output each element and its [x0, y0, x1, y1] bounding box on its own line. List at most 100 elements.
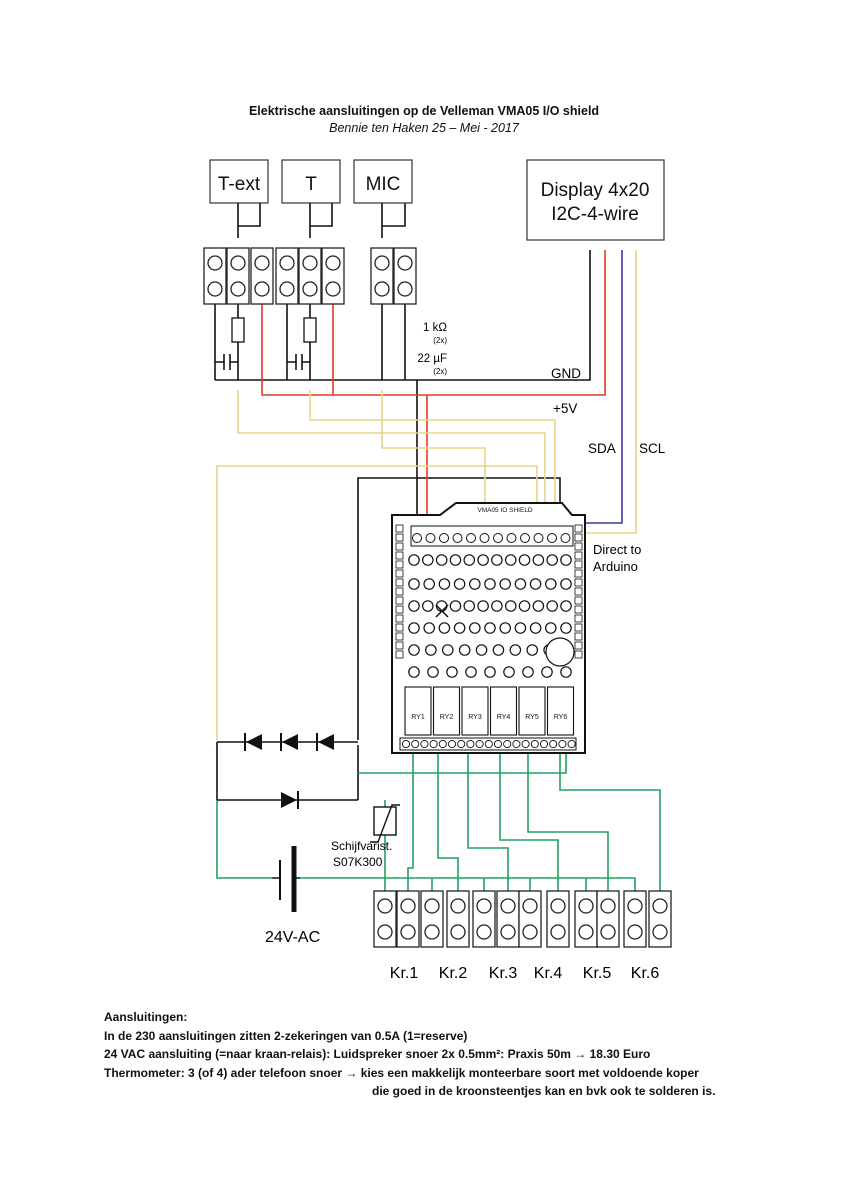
- header-pin: [574, 542, 583, 551]
- valve-terminal-strip: [373, 890, 672, 948]
- header-pin: [395, 569, 404, 578]
- board-component: [560, 622, 572, 634]
- board-component: [509, 644, 522, 656]
- output-label-kr3: Kr.3: [489, 965, 518, 982]
- header-pin: [395, 542, 404, 551]
- relay-terminal-pin: [475, 739, 484, 749]
- valve-terminal: [596, 890, 620, 948]
- board-component: [546, 554, 558, 566]
- relay-terminal-pin: [558, 739, 567, 749]
- relay-terminal-pin: [420, 739, 429, 749]
- board-component: [484, 578, 496, 590]
- board-component: [468, 622, 481, 634]
- header-pin: [395, 650, 404, 659]
- valve-terminal: [373, 890, 397, 948]
- relay-label: RY4: [497, 714, 511, 721]
- header-pin: [574, 650, 583, 659]
- board-component: [449, 554, 462, 566]
- sensor-terminal: [370, 247, 394, 305]
- sda-wire: [575, 250, 623, 524]
- header-pin: [395, 632, 404, 641]
- sensor-terminal: [321, 247, 345, 305]
- header-pin: [560, 533, 571, 543]
- header-pin: [395, 605, 404, 614]
- capacitor-1: [215, 354, 238, 370]
- valve-terminal: [623, 890, 647, 948]
- board-component: [468, 578, 481, 590]
- board-screw-terminals: [412, 533, 571, 543]
- sensor-terminal: [203, 247, 227, 305]
- board-component: [463, 600, 476, 612]
- board-component: [532, 600, 545, 612]
- header-pin: [574, 587, 583, 596]
- diode-3: [316, 733, 334, 751]
- header-pin: [395, 533, 404, 542]
- board-component: [522, 666, 534, 678]
- varistor-type: S07K300: [333, 855, 383, 869]
- board-component: [408, 644, 420, 656]
- header-pin: [574, 641, 583, 650]
- header-pin: [547, 533, 557, 543]
- board-component: [463, 554, 476, 566]
- board-component: [408, 554, 420, 566]
- sensor-terminal: [298, 247, 322, 305]
- header-pin: [395, 587, 404, 596]
- connection-notes: Aansluitingen: In de 230 aansluitingen z…: [104, 1008, 715, 1101]
- relay-terminal-pin: [429, 739, 438, 749]
- board-side-headers: [395, 524, 583, 659]
- header-pin: [574, 533, 583, 542]
- board-component: [422, 554, 434, 566]
- board-component: [518, 600, 531, 612]
- display-interface-label: I2C-4-wire: [551, 204, 639, 225]
- resistor-value: 1 kΩ: [423, 322, 447, 334]
- board-component: [544, 622, 557, 634]
- sensor-terminal: [275, 247, 299, 305]
- board-component: [408, 578, 420, 590]
- diode-bridge: [216, 733, 358, 809]
- notes-line-fuses: In de 230 aansluitingen zitten 2-zekerin…: [104, 1028, 468, 1043]
- output-label-kr6: Kr.6: [631, 965, 660, 982]
- board-component: [435, 604, 449, 618]
- relay-terminal-pin: [503, 739, 512, 749]
- board-component: [499, 578, 511, 590]
- sensor-terminal: [250, 247, 274, 305]
- relay-label: RY2: [440, 714, 454, 721]
- diode-2: [280, 733, 298, 751]
- board-component: [541, 666, 553, 678]
- board-component: [465, 666, 477, 678]
- relay-terminal-pin: [438, 739, 447, 749]
- valve-terminal: [396, 890, 420, 948]
- valve-terminal: [472, 890, 496, 948]
- relay-terminal-pin: [539, 739, 549, 749]
- board-component: [441, 644, 454, 656]
- board-component: [438, 578, 451, 590]
- relay-block: [461, 686, 489, 736]
- capacitor-count: (2x): [433, 367, 447, 376]
- header-pin: [533, 533, 544, 543]
- valve-terminal: [546, 890, 570, 948]
- board-component: [503, 666, 515, 678]
- relay-terminal-pin: [493, 739, 503, 749]
- direct-label-line1: Direct to: [593, 542, 641, 557]
- board-component: [491, 600, 503, 612]
- header-pin: [574, 623, 583, 632]
- board-component: [560, 578, 572, 590]
- resistor-count: (2x): [433, 336, 447, 345]
- header-pin: [493, 533, 503, 543]
- output-label-kr5: Kr.5: [583, 965, 612, 982]
- diode-4: [281, 791, 299, 809]
- output-label-kr2: Kr.2: [439, 965, 468, 982]
- header-pin: [425, 533, 436, 543]
- capacitor-2: [287, 354, 310, 370]
- board-component: [453, 578, 466, 590]
- plus5v-label: +5V: [553, 401, 577, 416]
- ac-supply-symbol: [272, 846, 300, 912]
- board-component: [526, 644, 539, 656]
- board-component: [408, 622, 420, 634]
- header-pin: [395, 641, 404, 650]
- sda-label: SDA: [588, 441, 616, 456]
- header-pin: [574, 524, 583, 533]
- board-component: [491, 554, 503, 566]
